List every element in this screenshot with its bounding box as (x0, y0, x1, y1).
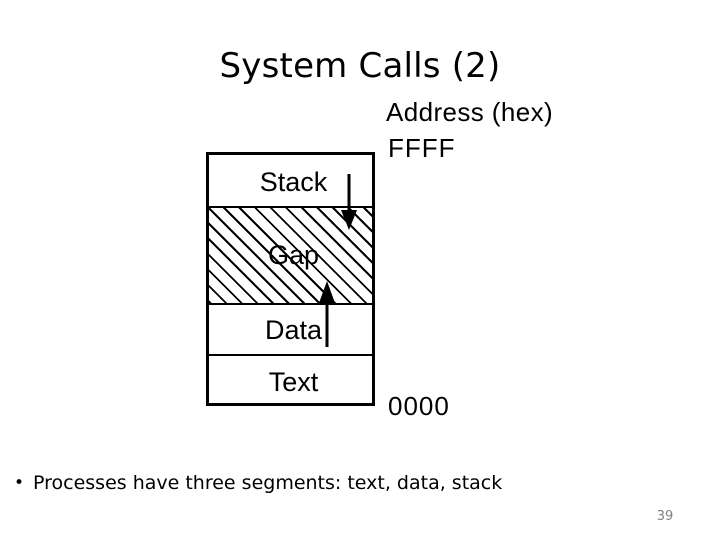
memory-segment-stack-label: Stack (259, 167, 328, 197)
low-address-label: 0000 (388, 391, 450, 421)
list-item: • Processes have three segments: text, d… (14, 470, 704, 496)
bullet-list: • Processes have three segments: text, d… (14, 470, 704, 496)
page-title: System Calls (2) (219, 46, 501, 86)
memory-segment-data-label: Data (264, 315, 323, 345)
stack-grows-down-arrow-icon (341, 174, 357, 230)
bullet-marker-icon: • (14, 473, 25, 493)
memory-segment-text-label: Text (268, 367, 319, 397)
high-address-label: FFFF (388, 133, 456, 163)
page-number: 39 (656, 509, 674, 524)
memory-segment-data: Data (206, 303, 375, 356)
memory-segment-text: Text (206, 354, 375, 406)
memory-segment-gap-label: Gap (267, 240, 320, 270)
address-axis-label: Address (hex) (386, 97, 554, 127)
memory-layout-diagram: Stack Gap Data Text (206, 152, 375, 406)
hatch-pattern-fill (209, 208, 372, 303)
memory-segment-stack: Stack (206, 152, 375, 208)
data-grows-up-arrow-icon (319, 281, 335, 347)
bullet-text: Processes have three segments: text, dat… (33, 472, 503, 494)
